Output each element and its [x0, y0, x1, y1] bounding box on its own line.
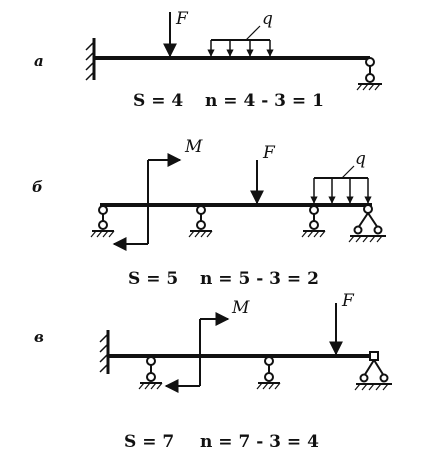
panel-v-formula-s: S = 7	[124, 432, 174, 452]
panel-b-formula-s: S = 5	[128, 269, 178, 289]
panel-a-q-label: q	[262, 9, 273, 29]
panel-v-moment-label: M	[231, 298, 250, 318]
panel-a: а F q	[34, 9, 382, 111]
panel-a-formula-n: n = 4 - 3 = 1	[205, 91, 324, 111]
panel-b: б M F q	[32, 137, 386, 289]
panel-v: в M F	[34, 291, 392, 452]
panel-v-formula-n: n = 7 - 3 = 4	[200, 432, 319, 452]
panel-b-support-1	[90, 205, 115, 238]
panel-a-wall-support	[85, 38, 96, 81]
panel-b-pinned-support	[348, 204, 386, 243]
panel-v-support-2	[256, 356, 281, 390]
panel-a-force-label: F	[175, 9, 189, 29]
panel-b-moment-label: M	[184, 137, 203, 157]
panel-b-label: б	[32, 178, 43, 196]
panel-a-roller-support	[356, 57, 382, 91]
panel-v-pinned-support	[354, 351, 392, 391]
panel-b-force-f: F	[250, 143, 276, 205]
panel-v-support-1	[138, 356, 163, 390]
panel-b-formula-n: n = 5 - 3 = 2	[200, 269, 319, 289]
panel-b-support-2	[188, 205, 213, 238]
panel-a-label: а	[34, 52, 44, 70]
panel-b-force-label: F	[262, 143, 276, 163]
panel-a-force-f: F	[163, 9, 189, 58]
panel-b-q-label: q	[355, 149, 366, 169]
panel-v-force-label: F	[341, 291, 355, 311]
panel-b-support-3	[301, 205, 326, 238]
panel-v-label: в	[34, 328, 44, 346]
panel-v-wall-support	[99, 330, 110, 374]
panel-b-moment-m: M	[112, 137, 203, 251]
panel-v-moment-m: M	[164, 298, 250, 393]
panel-b-distributed-load-q: q	[310, 149, 372, 204]
panel-a-formula-s: S = 4	[133, 91, 183, 111]
panel-a-distributed-load-q: q	[207, 9, 274, 57]
panel-v-force-f: F	[329, 291, 355, 356]
